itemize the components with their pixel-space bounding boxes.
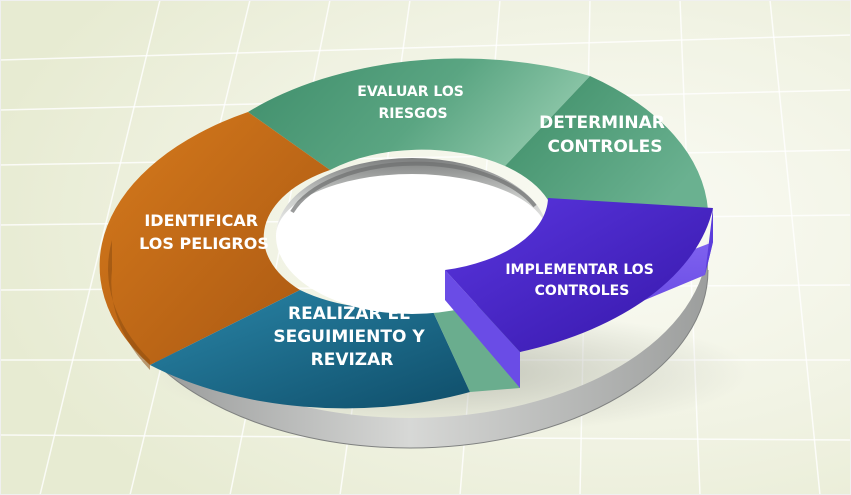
label-implementar: IMPLEMENTAR LOS CONTROLES [505,262,658,299]
ring-top [99,58,708,409]
orange-side [108,240,150,370]
label-evaluar: EVALUAR LOS RIESGOS [357,84,468,122]
segment-identificar [99,112,330,365]
label-realizar: REALIZAR EL SEGUIMIENTO Y REVIZAR [273,304,430,370]
label-determinar: DETERMINAR CONTROLES [539,113,671,157]
label-identificar: IDENTIFICAR LOS PELIGROS [139,211,269,253]
segment-realizar [150,290,470,409]
segment-implementar [445,198,713,388]
segment-evaluar [248,58,590,170]
segment-determinar [505,76,708,210]
